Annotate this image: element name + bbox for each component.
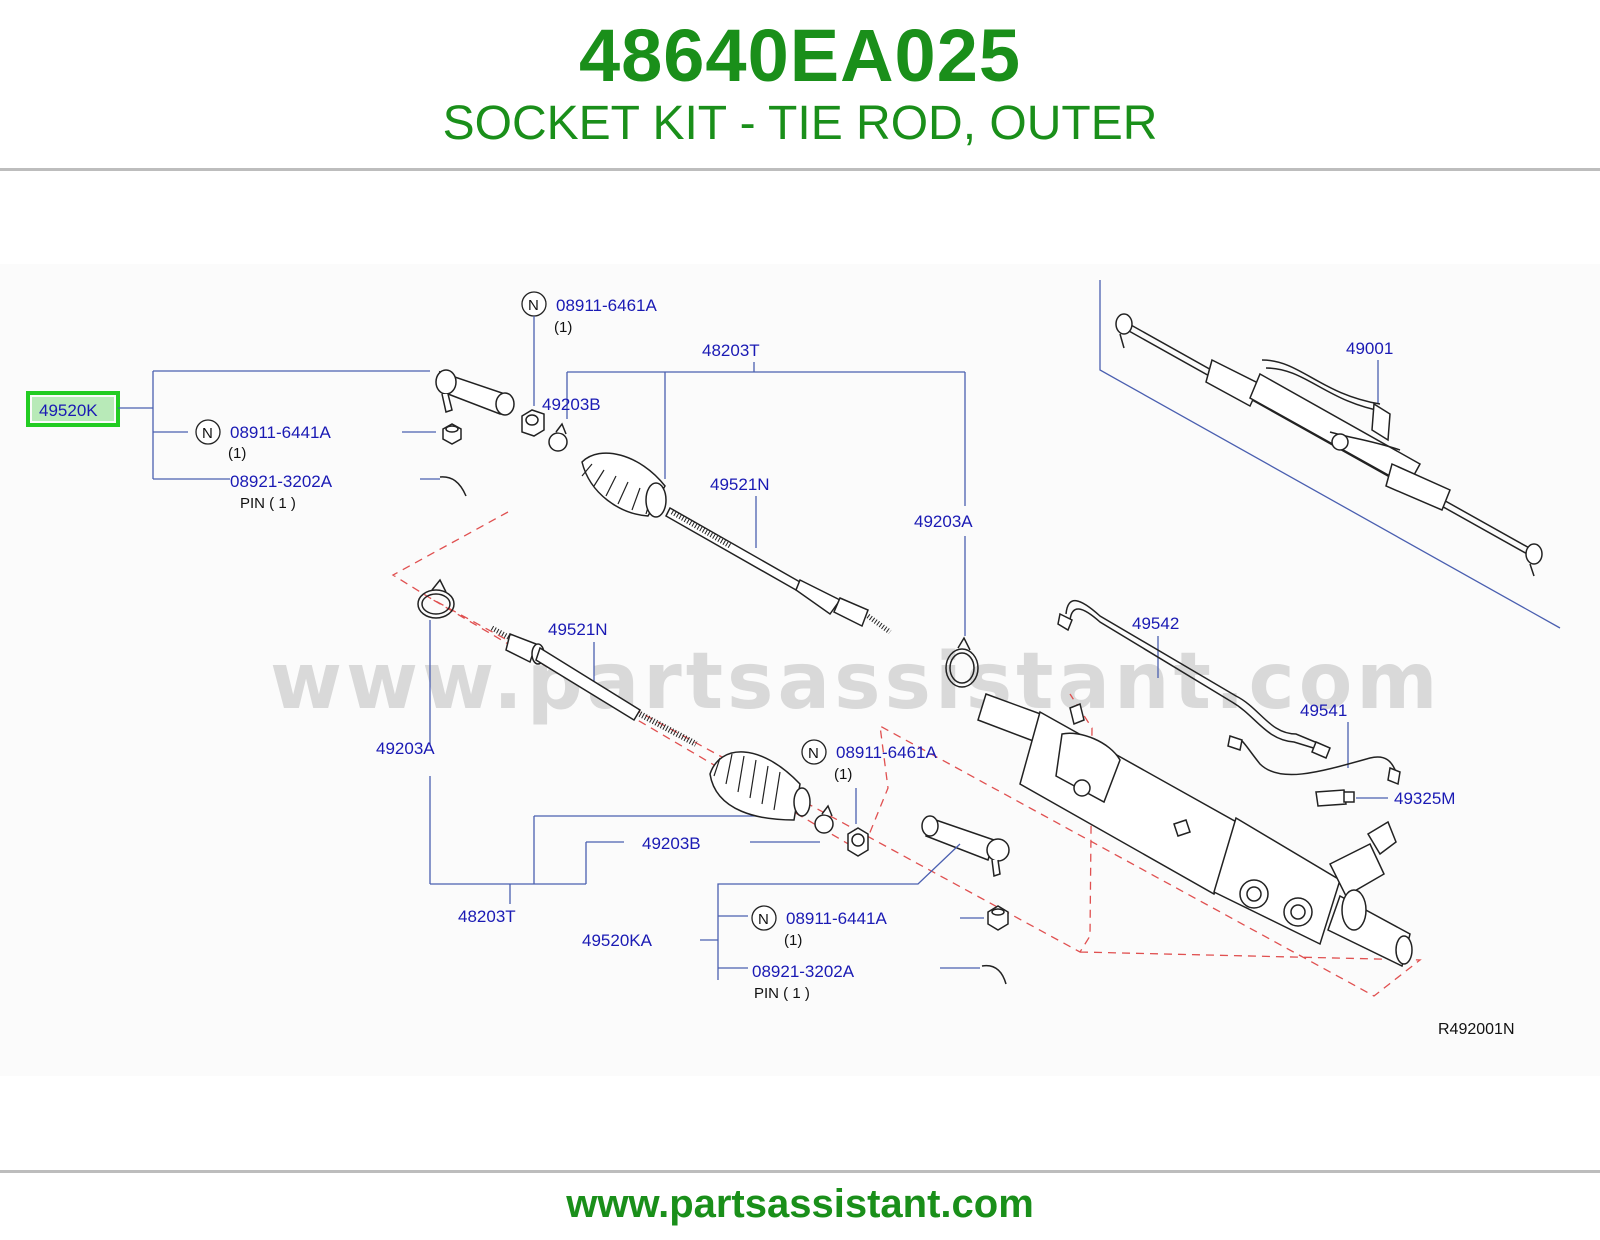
- label-08911-6441a-bottom[interactable]: 08911-6441A: [786, 909, 887, 928]
- label-49001[interactable]: 49001: [1346, 339, 1393, 358]
- label-49541[interactable]: 49541: [1300, 701, 1347, 720]
- rack-housing[interactable]: [977, 693, 1413, 968]
- band-right[interactable]: [945, 636, 979, 688]
- label-49520ka[interactable]: 49520KA: [582, 931, 653, 950]
- boot-bottom[interactable]: [709, 751, 811, 821]
- label-49520k[interactable]: 49520K: [39, 401, 98, 420]
- band-left[interactable]: [417, 578, 455, 619]
- diagram-panel: www.partsassistant.com 49520K N 08911-64…: [0, 264, 1600, 1076]
- header-divider: [0, 168, 1600, 171]
- nut-upper[interactable]: [442, 423, 462, 445]
- n-badge: [801, 739, 827, 765]
- n-badge-letter: N: [528, 297, 539, 314]
- fitting-49325m[interactable]: [1315, 789, 1355, 807]
- tie-rod-end-upper[interactable]: [435, 369, 515, 416]
- label-08911-6441a-upper[interactable]: 08911-6441A: [230, 423, 331, 442]
- n-badge-letter: N: [808, 745, 819, 762]
- label-49203a-left[interactable]: 49203A: [376, 739, 435, 758]
- part-name-subtitle: SOCKET KIT - TIE ROD, OUTER: [442, 97, 1158, 150]
- footer-divider: [0, 1170, 1600, 1173]
- label-49542[interactable]: 49542: [1132, 614, 1179, 633]
- n-badge: [751, 905, 777, 931]
- leader-48203t-top: [566, 362, 966, 636]
- nut-bottom-right[interactable]: [987, 905, 1009, 931]
- page-header: 48640EA025 SOCKET KIT - TIE ROD, OUTER: [0, 0, 1600, 170]
- boot-top[interactable]: [581, 452, 667, 518]
- rack-assembly-inset[interactable]: [1115, 313, 1543, 577]
- qty-08911-6441a-upper: (1): [228, 445, 246, 462]
- footer-url[interactable]: www.partsassistant.com: [566, 1182, 1034, 1226]
- label-49203b-bottom[interactable]: 49203B: [642, 834, 701, 853]
- highlight-frame: [26, 391, 120, 427]
- inset-frame: [1099, 280, 1561, 629]
- tie-rod-end-bottom[interactable]: [921, 815, 1010, 878]
- label-49203b-top[interactable]: 49203B: [542, 395, 601, 414]
- part-number-title: 48640EA025: [578, 14, 1022, 97]
- n-badge: [195, 419, 221, 445]
- inner-rod-top[interactable]: [665, 506, 892, 635]
- tube-49542[interactable]: [1057, 600, 1331, 759]
- nut-top[interactable]: [521, 409, 545, 437]
- leader-nut-pin-bottom: [940, 917, 984, 969]
- clamp-top[interactable]: [548, 422, 568, 452]
- label-49521n-bottom[interactable]: 49521N: [548, 620, 608, 639]
- diagram-ref-code: R492001N: [1438, 1021, 1515, 1038]
- n-badge-letter: N: [202, 425, 213, 442]
- label-08921-3202a-upper[interactable]: 08921-3202A: [230, 472, 333, 491]
- diagram-watermark: www.partsassistant.com: [270, 637, 1442, 727]
- cotter-pin-bottom[interactable]: [981, 964, 1007, 985]
- label-49325m[interactable]: 49325M: [1394, 789, 1455, 808]
- label-48203t-top[interactable]: 48203T: [702, 341, 760, 360]
- qty-08911-6441a-bottom: (1): [784, 932, 802, 949]
- qty-08911-6461a-top: (1): [554, 319, 572, 336]
- parts-diagram: www.partsassistant.com 49520K N 08911-64…: [26, 280, 1561, 1038]
- tube-49541[interactable]: [1227, 735, 1401, 786]
- label-49203a-right[interactable]: 49203A: [914, 512, 973, 531]
- leader-nut-pin-upper: [402, 431, 440, 480]
- label-48203t-bottom[interactable]: 48203T: [458, 907, 516, 926]
- label-49521n-top[interactable]: 49521N: [710, 475, 770, 494]
- highlight-fill: [32, 397, 114, 421]
- leader-49520k: [118, 370, 430, 480]
- label-08911-6461a-bottom[interactable]: 08911-6461A: [836, 743, 937, 762]
- qty-08921-3202a-bottom: PIN ( 1 ): [754, 985, 810, 1002]
- leader-49520ka: [700, 843, 961, 980]
- clamp-bottom[interactable]: [814, 804, 834, 834]
- inner-rod-bottom[interactable]: [490, 625, 698, 747]
- cotter-pin-upper[interactable]: [439, 476, 467, 497]
- qty-08911-6461a-bottom: (1): [834, 766, 852, 783]
- label-08911-6461a-top[interactable]: 08911-6461A: [556, 296, 657, 315]
- qty-08921-3202a-upper: PIN ( 1 ): [240, 495, 296, 512]
- leader-48203t-bottom: [429, 620, 780, 885]
- label-08921-3202a-bottom[interactable]: 08921-3202A: [752, 962, 855, 981]
- n-badge-letter: N: [758, 911, 769, 928]
- nut-bottom[interactable]: [847, 827, 869, 857]
